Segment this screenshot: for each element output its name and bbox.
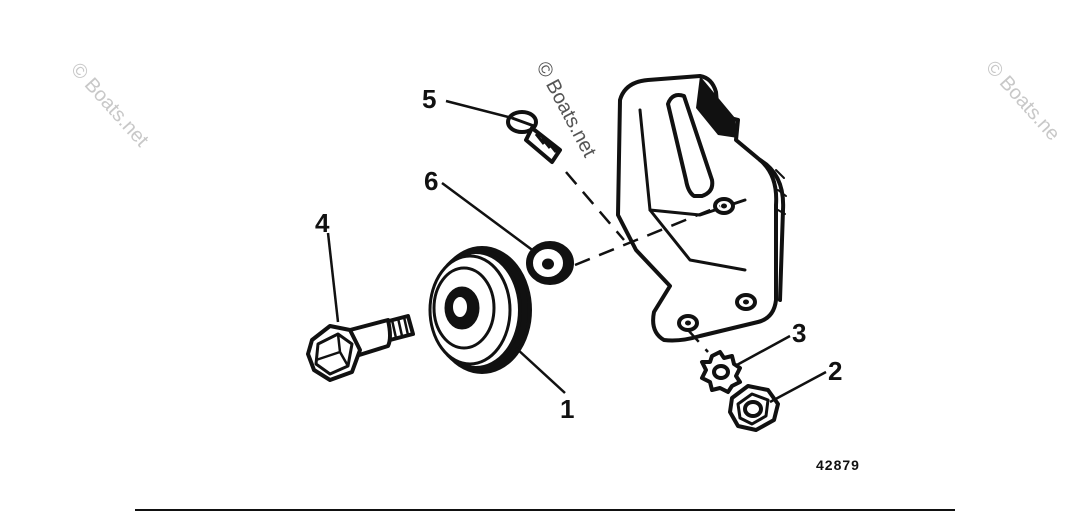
- figure-number: 42879: [816, 457, 860, 473]
- callout-6: 6: [424, 166, 438, 196]
- watermark-left: © Boats.net: [66, 59, 153, 152]
- shoulder-bolt: [306, 314, 415, 382]
- leader-lines: [326, 99, 827, 404]
- callout-2: 2: [828, 356, 842, 386]
- callout-5: 5: [422, 84, 436, 114]
- callout-4: 4: [315, 208, 330, 238]
- pulley: [428, 246, 532, 374]
- lock-washer: [700, 350, 742, 394]
- hex-nut: [728, 384, 780, 432]
- callout-1: 1: [560, 394, 574, 424]
- callout-3: 3: [792, 318, 806, 348]
- washer: [526, 241, 574, 285]
- screw: [506, 110, 562, 164]
- watermark-right: © Boats.ne: [981, 57, 1064, 145]
- mounting-bracket: [616, 74, 787, 343]
